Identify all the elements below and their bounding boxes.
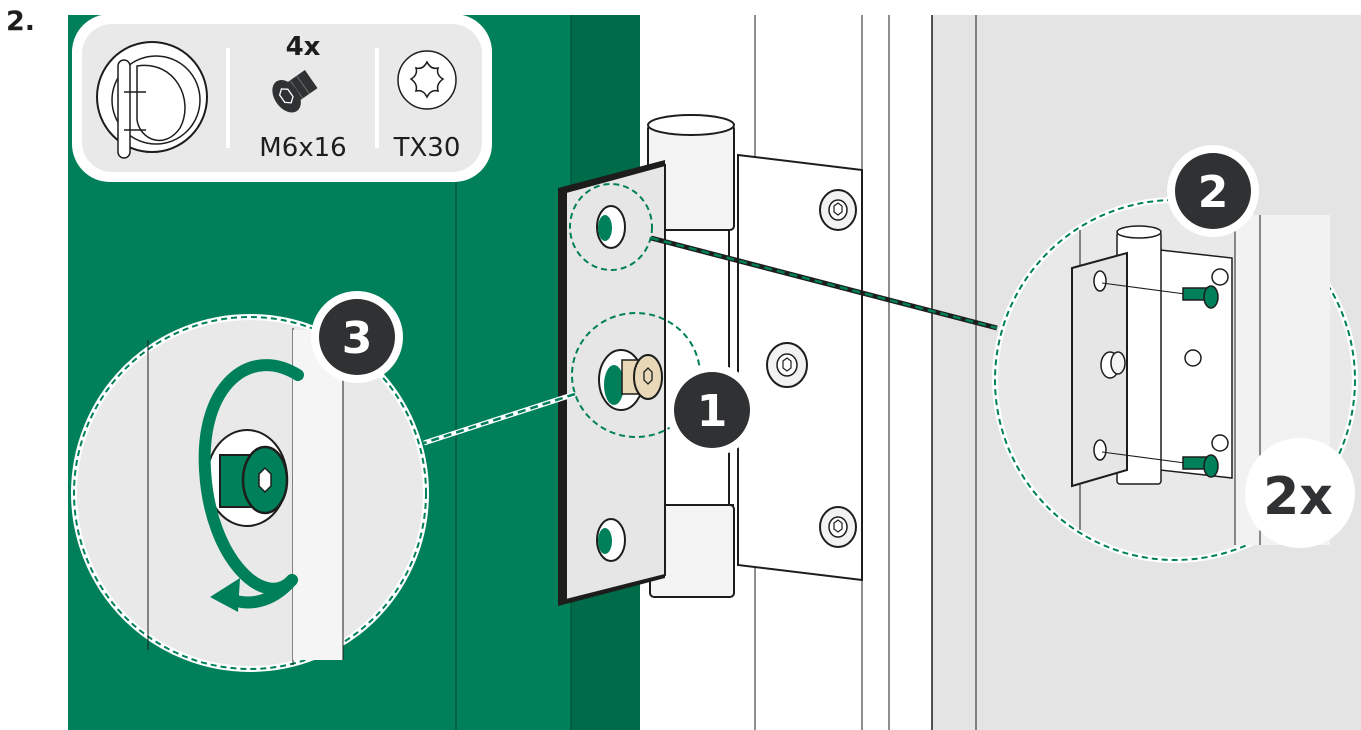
screw-size-label: M6x16 [259, 133, 346, 163]
frame-screw [767, 343, 807, 387]
parts-box: 4x M6x16 TX30 [72, 14, 492, 182]
callout-number-3: 3 [342, 313, 373, 364]
frame-screw [820, 507, 856, 547]
frame-screw [820, 190, 856, 230]
plate-hole [597, 206, 625, 248]
torx-bit-icon [398, 51, 456, 109]
plate-hole [597, 519, 625, 561]
callout-badge-2: 2 [1167, 145, 1259, 237]
quantity-label-2x: 2x [1263, 467, 1333, 527]
callout-number-2: 2 [1198, 167, 1229, 218]
parts-quantity: 4x [286, 32, 321, 62]
callout-number-1: 1 [697, 386, 728, 437]
quantity-bubble: 2x [1245, 438, 1355, 548]
tool-label: TX30 [393, 133, 461, 163]
callout-badge-3: 3 [311, 291, 403, 383]
callout-badge-1: 1 [666, 364, 758, 456]
torx-recess [259, 468, 271, 492]
